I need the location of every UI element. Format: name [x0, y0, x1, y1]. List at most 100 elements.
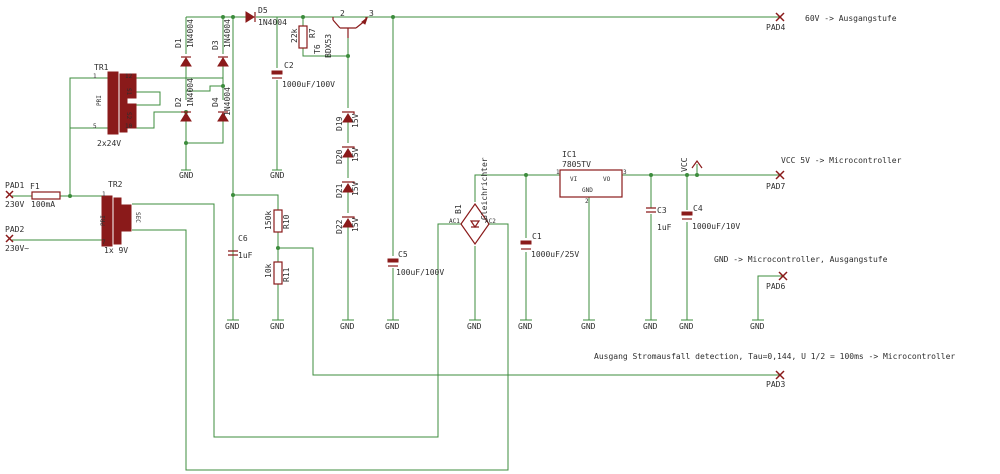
- tr1-pin-12: 12: [125, 73, 133, 80]
- diodes: [180, 11, 355, 228]
- c2-value: 1000uF/100V: [282, 80, 335, 89]
- ic1-value: 7805TV: [562, 160, 591, 169]
- f1-label: F1: [30, 182, 40, 191]
- vcc-arrow: [691, 159, 703, 169]
- tr1-pin-10: 10: [125, 123, 133, 130]
- tr1-pri-label: PRI: [96, 95, 103, 106]
- d2-label: D2: [174, 97, 183, 107]
- ic1-vi: VI: [570, 176, 578, 183]
- b1-label: B1: [454, 204, 463, 214]
- gnd-label-7: GND: [467, 322, 482, 331]
- c6-value: 1uF: [238, 251, 253, 260]
- f1-value: 100mA: [31, 200, 55, 209]
- pad2-label: PAD2: [5, 225, 24, 234]
- tr2-pin-7: 7: [102, 239, 106, 246]
- pad1-value: 230V: [5, 200, 24, 209]
- gnd-label-1: GND: [179, 171, 194, 180]
- fuse-f1: [31, 191, 61, 200]
- d19-value: 15V: [351, 113, 360, 128]
- r10-label: R10: [282, 214, 291, 229]
- ic1-gnd: GND: [582, 187, 593, 194]
- r7-label: R7: [308, 28, 317, 38]
- c6-label: C6: [238, 234, 248, 243]
- d5-value: 1N4004: [258, 18, 287, 27]
- junctions: [68, 15, 699, 250]
- gnd-label-2: GND: [270, 171, 285, 180]
- c4-label: C4: [693, 204, 703, 213]
- gnd-label-9: GND: [581, 322, 596, 331]
- gnd-label-11: GND: [679, 322, 694, 331]
- gnd-label-4: GND: [270, 322, 285, 331]
- transformer-tr1: [107, 71, 137, 135]
- d19-label: D19: [335, 116, 344, 131]
- transistor-t6: [332, 16, 369, 38]
- c1-value: 1000uF/25V: [531, 250, 579, 259]
- r7-value: 22k: [290, 28, 299, 43]
- t6-value: BDX53: [324, 34, 333, 58]
- tr2-value: 1x 9V: [104, 246, 128, 255]
- bridge-b1: [460, 202, 490, 246]
- ic1-vo: VO: [603, 176, 611, 183]
- c5-label: C5: [398, 250, 408, 259]
- capacitors: [228, 70, 693, 267]
- tr2-sec-label: SEC: [134, 212, 141, 223]
- tr1-pin-1: 1: [93, 73, 97, 80]
- text-layer: PAD1 230V PAD2 230V~ F1 100mA TR1 2x24V …: [5, 6, 955, 389]
- wires: [12, 16, 783, 471]
- t6-pin-2: 2: [340, 9, 345, 18]
- gnd-label-5: GND: [340, 322, 355, 331]
- gnd-label-3: GND: [225, 322, 240, 331]
- pad1-label: PAD1: [5, 181, 24, 190]
- c4-value: 1000uF/10V: [692, 222, 740, 231]
- gnd-label-6: GND: [385, 322, 400, 331]
- pad7-label: PAD7: [766, 182, 785, 191]
- tr2-pri-label: PRI: [100, 215, 107, 226]
- note-gnd: GND -> Microcontroller, Ausgangstufe: [714, 255, 888, 264]
- tr1-s2-label: S2: [125, 112, 132, 120]
- d21-label: D21: [335, 183, 344, 198]
- d4-label: D4: [211, 97, 220, 107]
- regulator-ic1: [559, 169, 623, 198]
- note-detect: Ausgang Stromausfall detection, Tau=0,14…: [594, 352, 955, 361]
- ic1-pin-3: 3: [623, 169, 627, 176]
- r11-label: R11: [282, 267, 291, 282]
- b1-ac1: AC1: [449, 218, 460, 225]
- ic1-pin-2: 2: [585, 198, 589, 205]
- d5-label: D5: [258, 6, 268, 15]
- pad-markers: [5, 12, 788, 380]
- t6-pin-3: 3: [369, 9, 374, 18]
- b1-ac2: AC2: [485, 218, 496, 225]
- resistors: [273, 25, 308, 285]
- tr1-s1-label: S1: [125, 88, 132, 96]
- c2-label: C2: [284, 61, 294, 70]
- gnd-label-10: GND: [643, 322, 658, 331]
- d3-value: 1N4004: [223, 19, 232, 48]
- d1-label: D1: [174, 38, 183, 48]
- d3-label: D3: [211, 40, 220, 50]
- gnd-label-8: GND: [518, 322, 533, 331]
- c1-label: C1: [532, 232, 542, 241]
- note-60v: 60V -> Ausgangstufe: [805, 14, 897, 23]
- ic1-pin-1: 1: [556, 169, 560, 176]
- tr2-pin-1: 1: [102, 191, 106, 198]
- ic1-label: IC1: [562, 150, 577, 159]
- tr1-value: 2x24V: [97, 139, 121, 148]
- c3-label: C3: [657, 206, 667, 215]
- r10-value: 150k: [264, 211, 273, 230]
- d4-value: 1N4004: [223, 87, 232, 116]
- d20-label: D20: [335, 149, 344, 164]
- pad2-value: 230V~: [5, 244, 29, 253]
- tr2-label: TR2: [108, 180, 123, 189]
- d22-label: D22: [335, 219, 344, 234]
- pad3-label: PAD3: [766, 380, 785, 389]
- note-vcc5: VCC 5V -> Microcontroller: [781, 156, 902, 165]
- tr1-label: TR1: [94, 63, 109, 72]
- d1-value: 1N4004: [186, 19, 195, 48]
- b1-value: Gleichrichter: [480, 157, 489, 220]
- d20-value: 15V: [351, 147, 360, 162]
- tr1-pin-5: 5: [93, 123, 97, 130]
- c3-value: 1uF: [657, 223, 672, 232]
- pad6-label: PAD6: [766, 282, 785, 291]
- r11-value: 10k: [264, 263, 273, 278]
